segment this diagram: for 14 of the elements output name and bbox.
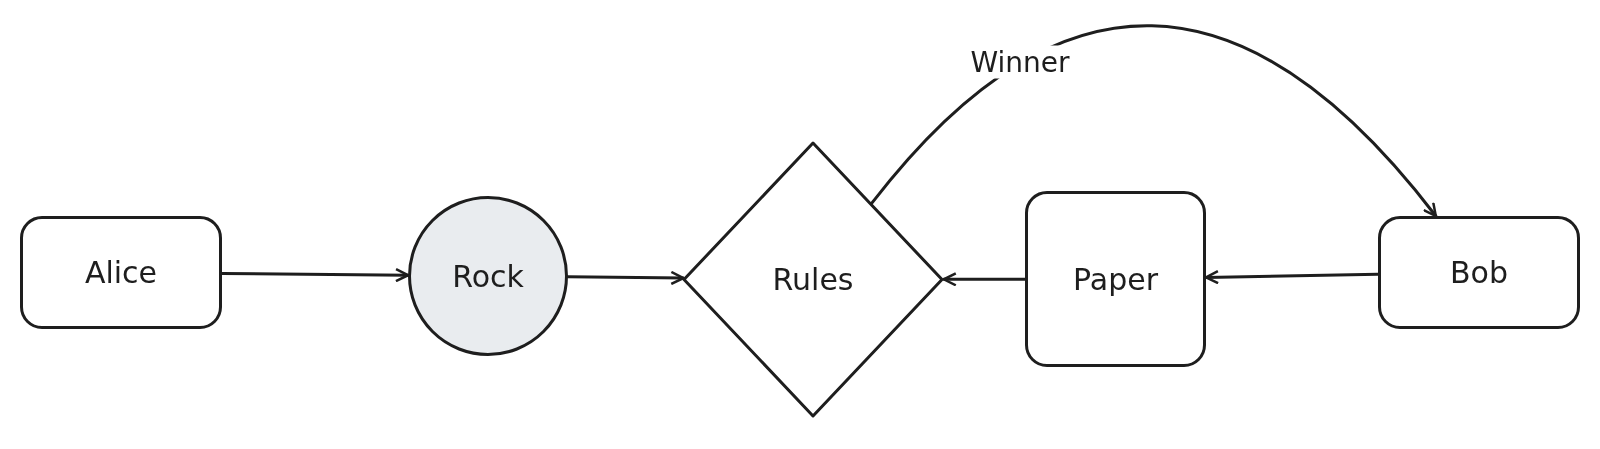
rounded-box xyxy=(20,216,222,329)
arrow xyxy=(566,270,685,286)
arrow xyxy=(1204,269,1380,285)
rounded-box xyxy=(1378,216,1580,329)
node-label: Rock xyxy=(452,258,524,294)
node-label: Paper xyxy=(1073,261,1158,297)
node-label: Alice xyxy=(84,255,158,290)
arrow xyxy=(942,272,1027,287)
arrow xyxy=(870,24,1438,218)
diamond-node xyxy=(682,141,944,418)
rounded-box xyxy=(1025,191,1206,367)
node-label: Bob xyxy=(1450,255,1508,290)
arrow xyxy=(220,267,410,283)
node-label: Rules xyxy=(772,262,854,297)
